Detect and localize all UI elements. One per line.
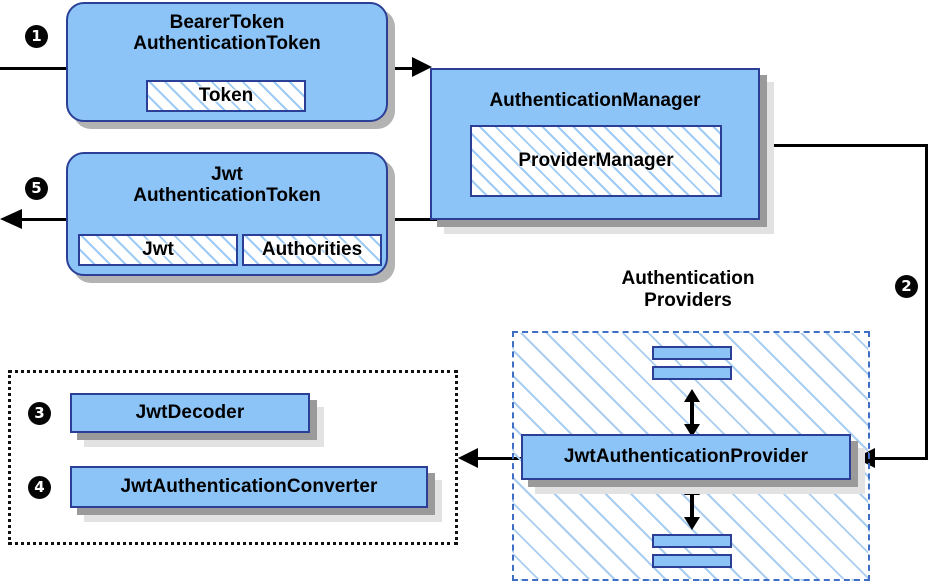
jwt-token-title-line1: Jwt xyxy=(211,164,243,185)
provider-slot-upper-bar-1 xyxy=(652,346,732,360)
authentication-manager-title: AuthenticationManager xyxy=(489,90,701,111)
arrowhead-into-support-components xyxy=(458,448,478,468)
node-bearer-token-authentication-token[interactable]: BearerToken AuthenticationToken Token xyxy=(66,2,388,122)
provider-slot-upper-bar-2 xyxy=(652,366,732,380)
arrowhead-into-authentication-manager xyxy=(412,57,432,77)
arrowhead-response-out xyxy=(0,209,22,229)
step-bullet-2: 2 xyxy=(895,275,918,298)
connector-jwt-token-out-run xyxy=(8,218,74,221)
authorities-label: Authorities xyxy=(261,239,363,260)
authentication-providers-title-line1: Authentication xyxy=(621,268,755,289)
connector-manager-right-run xyxy=(758,144,928,147)
step-bullet-1: 1 xyxy=(25,25,48,48)
bearer-token-title-line2: AuthenticationToken xyxy=(133,33,321,55)
provider-manager-label: ProviderManager xyxy=(518,150,674,171)
jwt-label: Jwt xyxy=(142,239,174,260)
provider-chain-arrow-upper xyxy=(684,389,700,437)
bearer-token-title: BearerToken AuthenticationToken xyxy=(68,12,386,55)
connector-request-in xyxy=(0,67,74,70)
connector-manager-to-jwt-token xyxy=(388,218,438,221)
token-label: Token xyxy=(198,85,254,106)
bearer-token-slot-token: Token xyxy=(146,80,306,112)
jwt-token-title: Jwt AuthenticationToken xyxy=(68,164,386,207)
jwt-decoder-label: JwtDecoder xyxy=(135,402,245,423)
bearer-token-title-line1: BearerToken xyxy=(169,12,285,33)
jwt-authentication-converter-label: JwtAuthenticationConverter xyxy=(120,476,378,497)
jwt-authentication-provider-label: JwtAuthenticationProvider xyxy=(563,446,809,467)
connector-manager-down-run xyxy=(925,144,928,459)
step-bullet-5: 5 xyxy=(25,177,48,200)
node-jwt-authentication-converter[interactable]: JwtAuthenticationConverter xyxy=(70,466,428,508)
node-authentication-manager[interactable]: AuthenticationManager ProviderManager xyxy=(430,68,760,220)
connector-provider-to-support-run xyxy=(478,457,523,460)
jwt-token-title-line2: AuthenticationToken xyxy=(133,185,321,207)
jwt-token-slot-authorities: Authorities xyxy=(242,234,382,266)
authentication-manager-slot-provider-manager: ProviderManager xyxy=(470,125,722,197)
authentication-providers-title: Authentication Providers xyxy=(566,268,810,312)
connector-into-provider-run xyxy=(875,457,928,460)
node-jwt-authentication-provider[interactable]: JwtAuthenticationProvider xyxy=(521,434,851,480)
step-bullet-3: 3 xyxy=(28,402,51,425)
provider-slot-lower-bar-2 xyxy=(652,554,732,568)
provider-slot-lower-bar-1 xyxy=(652,534,732,548)
node-jwt-authentication-token[interactable]: Jwt AuthenticationToken Jwt Authorities xyxy=(66,152,388,276)
provider-chain-arrow-lower xyxy=(684,482,700,530)
authentication-providers-title-line2: Providers xyxy=(644,289,732,311)
node-jwt-decoder[interactable]: JwtDecoder xyxy=(70,393,310,433)
jwt-support-components-group xyxy=(8,370,458,545)
connector-bearer-to-manager-line xyxy=(388,67,424,70)
jwt-token-slot-jwt: Jwt xyxy=(78,234,238,266)
step-bullet-4: 4 xyxy=(28,476,51,499)
